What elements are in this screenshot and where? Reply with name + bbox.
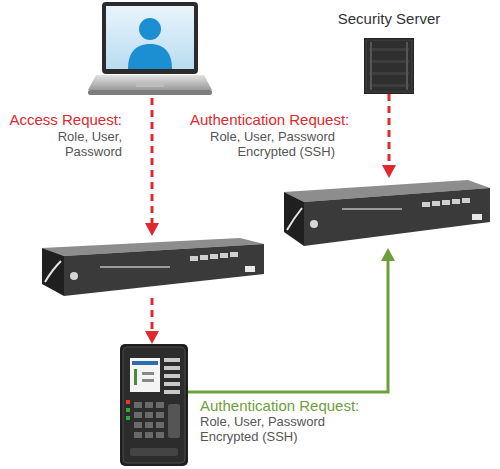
- art-part: [120, 344, 188, 466]
- art-part: [106, 6, 194, 69]
- art-part: [342, 208, 402, 210]
- art-part: [422, 202, 430, 207]
- arrow-head: [382, 165, 396, 178]
- art-part: [369, 72, 409, 75]
- art-part: [364, 38, 414, 94]
- art-part: [123, 347, 185, 463]
- art-part: [156, 432, 164, 438]
- connector-line: [151, 98, 154, 223]
- art-part: [145, 402, 153, 408]
- note-text: Role, User, Password: [37, 130, 122, 160]
- art-part: [406, 42, 408, 90]
- art-part: [452, 199, 460, 204]
- art-part: [128, 44, 172, 69]
- device-node: [282, 178, 490, 248]
- art-part: [130, 448, 178, 456]
- art-part: [88, 90, 212, 95]
- art-part: [200, 255, 208, 260]
- note-text: Role, User, Password Encrypted (SSH): [200, 415, 345, 445]
- art-part: [139, 18, 161, 40]
- art-part: [130, 358, 160, 392]
- art-part: [134, 412, 142, 418]
- art-part: [287, 208, 302, 230]
- laptop-illustration: [88, 2, 212, 98]
- art-part: [284, 192, 304, 246]
- art-part: [136, 82, 164, 87]
- device-node: [120, 344, 188, 466]
- art-part: [164, 390, 180, 394]
- art-part: [70, 272, 78, 280]
- art-part: [366, 40, 412, 92]
- art-part: [126, 400, 130, 404]
- art-part: [168, 404, 180, 438]
- art-part: [304, 188, 490, 246]
- art-part: [369, 60, 409, 63]
- art-part: [245, 266, 255, 272]
- device-node: [88, 2, 212, 98]
- art-part: [134, 422, 142, 428]
- art-part: [164, 366, 180, 370]
- art-part: [126, 416, 130, 420]
- connector-line: [151, 298, 154, 331]
- art-part: [64, 244, 264, 296]
- connector-arrow: [382, 94, 396, 178]
- connector-arrow: [145, 298, 159, 344]
- edge-label: Authentication Request:: [190, 111, 360, 128]
- edge-label: Access Request:: [2, 111, 122, 128]
- connector-line: [188, 261, 388, 392]
- art-part: [190, 256, 198, 261]
- connector-arrow: [188, 248, 395, 392]
- node-heading: Security Server: [304, 10, 474, 27]
- art-part: [42, 248, 64, 296]
- art-part: [156, 422, 164, 428]
- art-part: [134, 402, 142, 408]
- switch-illustration: [40, 236, 264, 298]
- art-part: [370, 42, 372, 90]
- connector-line: [388, 94, 391, 165]
- art-part: [134, 432, 142, 438]
- art-part: [210, 254, 218, 259]
- art-part: [88, 75, 212, 90]
- art-part: [145, 422, 153, 428]
- art-part: [369, 84, 409, 87]
- connector-arrow: [145, 98, 159, 236]
- art-part: [230, 252, 238, 257]
- device-node: [40, 236, 264, 298]
- art-part: [132, 361, 158, 365]
- art-part: [145, 412, 153, 418]
- arrow-head: [381, 248, 395, 261]
- art-part: [142, 379, 154, 382]
- art-part: [126, 408, 130, 412]
- server-illustration: [364, 38, 414, 94]
- note-text: Role, User, Password Encrypted (SSH): [190, 130, 335, 160]
- art-part: [164, 374, 180, 378]
- art-part: [369, 48, 409, 51]
- art-part: [472, 214, 482, 220]
- art-part: [432, 201, 440, 206]
- art-part: [45, 261, 61, 282]
- art-part: [164, 358, 180, 362]
- device-node: Security Server: [364, 38, 414, 94]
- art-part: [142, 372, 154, 375]
- art-part: [134, 369, 137, 385]
- switch-illustration: [282, 178, 490, 248]
- art-part: [156, 412, 164, 418]
- art-part: [156, 402, 164, 408]
- art-part: [102, 2, 198, 74]
- art-part: [442, 200, 450, 205]
- art-part: [462, 198, 470, 203]
- edge-label: Authentication Request:: [200, 397, 390, 414]
- art-part: [220, 253, 228, 258]
- art-part: [145, 432, 153, 438]
- arrow-head: [145, 331, 159, 344]
- art-part: [310, 220, 318, 228]
- arrow-head: [145, 223, 159, 236]
- art-part: [100, 266, 170, 268]
- art-part: [164, 382, 180, 386]
- relay-illustration: [120, 344, 188, 466]
